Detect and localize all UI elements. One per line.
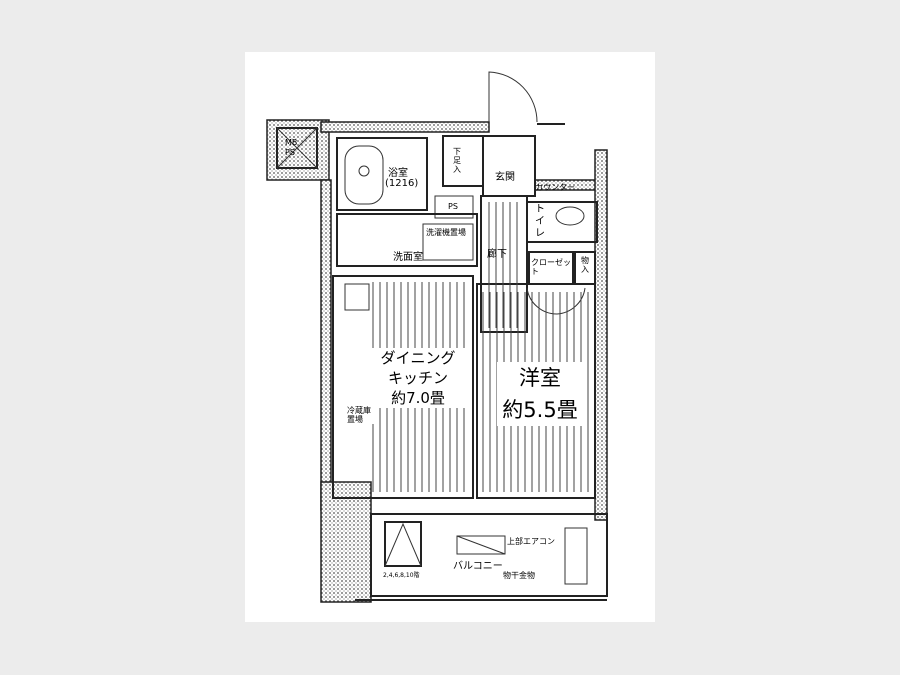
western-room-name: 洋室 [519,366,561,390]
washroom-outline [336,213,478,267]
closet-label: クローゼット [531,258,571,276]
entrance-label: 玄関 [495,172,515,183]
left-wall [320,179,332,511]
mb-ps-label: MB PS [285,138,298,157]
western-room-outline [476,283,596,499]
counter-label: カウンター [535,183,575,192]
floor-plan: MB PS 浴室 (1216) 下足入 玄関 カウンター PS トイレ 洗濯機置… [245,52,655,622]
floors-label: 2,4,6,8,10階 [383,572,420,579]
shoe-box-label: 下足入 [453,147,461,174]
fridge-label: 冷蔵庫置場 [347,406,377,424]
bathroom-label: 浴室 [388,168,408,179]
bath-size-label: (1216) [385,178,419,189]
washer-label: 洗濯機置場 [426,228,466,237]
balcony-outline [370,513,608,597]
storage-label: 物入 [581,256,589,274]
dining-kitchen-label: ダイニング キッチン 約7.0畳 [365,348,471,408]
western-room-label: 洋室 約5.5畳 [497,362,583,426]
washroom-label: 洗面室 [393,252,423,263]
bathroom-outline [336,137,428,211]
dk-size: 約7.0畳 [391,389,445,407]
ps-label: PS [448,202,458,211]
balcony-label: バルコニー [453,561,503,572]
hallway-label: 廊下 [487,249,507,260]
entrance-door [488,71,538,123]
dining-kitchen-outline [332,275,474,499]
toilet-label: トイレ [535,204,545,239]
dk-line2: キッチン [387,369,448,387]
aircon-label: 上部エアコン [507,537,555,546]
floor-plan-drawing [266,71,608,603]
clothes-rack-label: 物干金物 [503,571,535,580]
dk-line1: ダイニング [380,349,456,367]
western-room-size: 約5.5畳 [502,398,578,422]
